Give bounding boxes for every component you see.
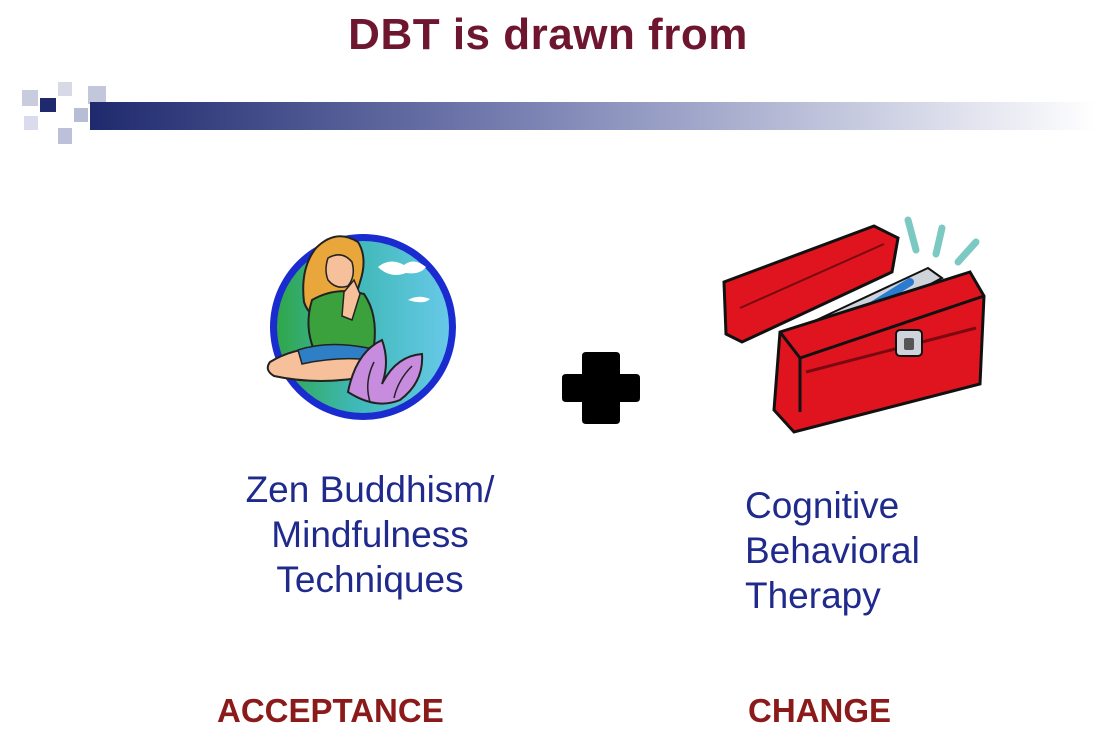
acceptance-keyword: ACCEPTANCE xyxy=(217,692,444,729)
meditating-woman-lotus-icon xyxy=(266,234,456,420)
plus-icon xyxy=(562,352,640,424)
left-label-line-1: Zen Buddhism/ xyxy=(245,469,495,510)
cognitive-behavioral-therapy-label: Cognitive Behavioral Therapy xyxy=(745,483,1005,618)
right-label-line-1: Cognitive xyxy=(745,485,900,526)
change-keyword: CHANGE xyxy=(748,692,892,729)
left-label-line-2: Mindfulness xyxy=(271,514,469,555)
zen-buddhism-mindfulness-label: Zen Buddhism/ Mindfulness Techniques xyxy=(200,467,540,602)
left-label-line-3: Techniques xyxy=(276,559,464,600)
right-label-line-3: Therapy xyxy=(745,575,881,616)
right-label-line-2: Behavioral xyxy=(745,530,920,571)
slide-title: DBT is drawn from xyxy=(348,10,748,59)
title-rule-decoration xyxy=(22,82,1096,144)
red-toolbox-icon xyxy=(722,216,986,434)
